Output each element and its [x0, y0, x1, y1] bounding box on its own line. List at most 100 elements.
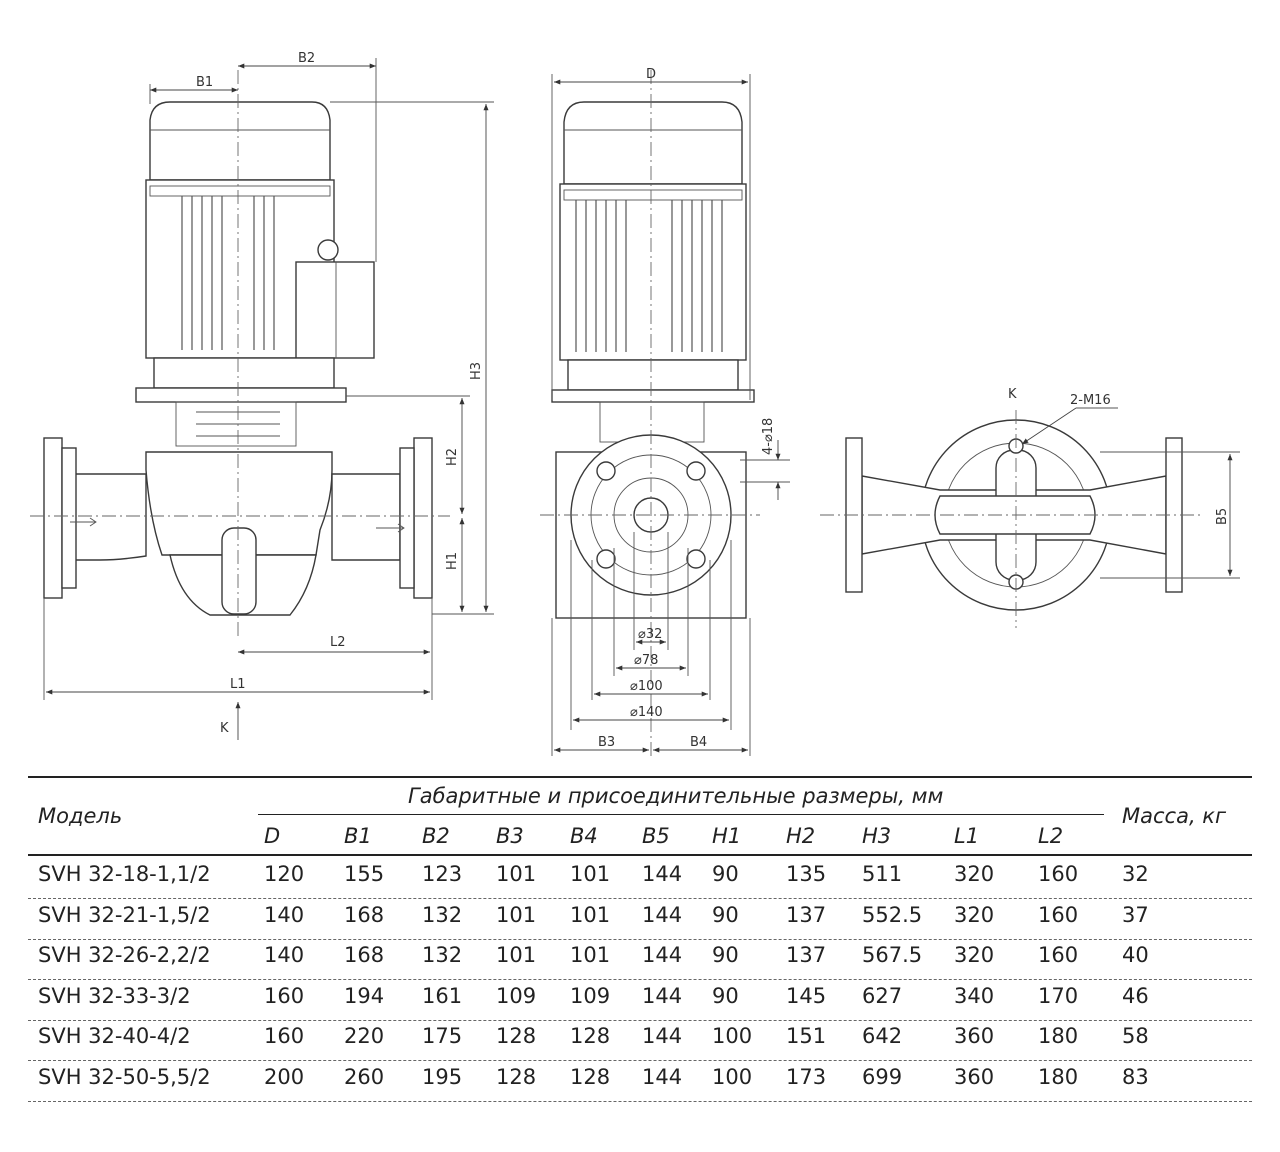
value-cell: 161 — [422, 983, 463, 1008]
dim-d100-label: ⌀100 — [630, 679, 663, 694]
dim-b1-label: B1 — [196, 75, 213, 90]
value-cell: 140 — [264, 902, 305, 927]
value-cell: 320 — [954, 943, 995, 967]
column-header: L1 — [954, 824, 980, 848]
value-cell: 567.5 — [862, 943, 923, 967]
column-header: L2 — [1038, 824, 1064, 848]
model-cell: SVH 32-21-1,5/2 — [38, 902, 211, 927]
value-cell: 552.5 — [862, 902, 923, 927]
value-cell: 101 — [570, 862, 611, 886]
value-cell: 627 — [862, 983, 903, 1008]
value-cell: 37 — [1122, 902, 1149, 927]
value-cell: 137 — [786, 943, 827, 967]
side-view: D 4-⌀18 ⌀32 ⌀78 ⌀100 ⌀140 B3 B4 — [540, 67, 790, 760]
view-k-top-label: K — [1008, 387, 1017, 402]
value-cell: 180 — [1038, 1024, 1079, 1048]
value-cell: 101 — [570, 902, 611, 927]
column-header: H2 — [786, 824, 816, 848]
value-cell: 320 — [954, 902, 995, 927]
value-cell: 135 — [786, 862, 827, 886]
value-cell: 100 — [712, 1024, 753, 1048]
value-cell: 511 — [862, 862, 903, 886]
top-view: K 2-M16 B5 — [820, 387, 1240, 628]
dim-b2-label: B2 — [298, 51, 315, 66]
value-cell: 128 — [496, 1024, 537, 1048]
value-cell: 128 — [570, 1024, 611, 1048]
value-cell: 46 — [1122, 983, 1149, 1008]
column-header: B1 — [344, 824, 372, 848]
value-cell: 90 — [712, 862, 739, 886]
value-cell: 100 — [712, 1064, 753, 1089]
value-cell: 101 — [496, 862, 537, 886]
value-cell: 120 — [264, 862, 305, 886]
model-cell: SVH 32-18-1,1/2 — [38, 862, 211, 886]
value-cell: 170 — [1038, 983, 1079, 1008]
view-k-label: K — [220, 721, 229, 736]
value-cell: 168 — [344, 943, 385, 967]
model-cell: SVH 32-40-4/2 — [38, 1024, 191, 1048]
value-cell: 195 — [422, 1064, 463, 1089]
column-header: B5 — [642, 824, 670, 848]
value-cell: 151 — [786, 1024, 827, 1048]
column-header: H3 — [862, 824, 892, 848]
value-cell: 132 — [422, 902, 463, 927]
row-divider — [28, 1019, 1252, 1021]
value-cell: 173 — [786, 1064, 827, 1089]
value-cell: 160 — [1038, 943, 1079, 967]
value-cell: 144 — [642, 983, 683, 1008]
value-cell: 260 — [344, 1064, 385, 1089]
value-cell: 360 — [954, 1024, 995, 1048]
dim-d-label: D — [646, 67, 656, 82]
value-cell: 144 — [642, 862, 683, 886]
value-cell: 140 — [264, 943, 305, 967]
value-cell: 32 — [1122, 862, 1149, 886]
dim-d32-label: ⌀32 — [638, 627, 662, 642]
value-cell: 128 — [570, 1064, 611, 1089]
dim-b3-label: B3 — [598, 735, 615, 750]
value-cell: 320 — [954, 862, 995, 886]
value-cell: 101 — [496, 943, 537, 967]
pump-dimension-drawing: B1 B2 H3 H2 H1 L2 L1 K — [30, 51, 1240, 760]
value-cell: 160 — [1038, 902, 1079, 927]
value-cell: 40 — [1122, 943, 1149, 967]
value-cell: 123 — [422, 862, 463, 886]
value-cell: 699 — [862, 1064, 903, 1089]
column-header: H1 — [712, 824, 742, 848]
dim-bolt-label: 4-⌀18 — [761, 418, 776, 455]
value-cell: 194 — [344, 983, 385, 1008]
dim-h1-label: H1 — [445, 552, 460, 570]
value-cell: 180 — [1038, 1064, 1079, 1089]
value-cell: 90 — [712, 983, 739, 1008]
table-rule — [258, 814, 1104, 815]
table-rule — [28, 776, 1252, 778]
value-cell: 90 — [712, 902, 739, 927]
value-cell: 340 — [954, 983, 995, 1008]
value-cell: 144 — [642, 902, 683, 927]
model-header: Модель — [38, 804, 123, 828]
dim-h2-label: H2 — [445, 448, 460, 466]
value-cell: 101 — [570, 943, 611, 967]
model-cell: SVH 32-50-5,5/2 — [38, 1064, 211, 1089]
value-cell: 109 — [496, 983, 537, 1008]
value-cell: 58 — [1122, 1024, 1149, 1048]
column-header: D — [264, 824, 281, 848]
value-cell: 137 — [786, 902, 827, 927]
value-cell: 220 — [344, 1024, 385, 1048]
value-cell: 200 — [264, 1064, 305, 1089]
dim-d140-label: ⌀140 — [630, 705, 663, 720]
value-cell: 90 — [712, 943, 739, 967]
dim-l1-label: L1 — [230, 677, 246, 692]
column-header: B3 — [496, 824, 524, 848]
dim-h3-label: H3 — [469, 362, 484, 380]
value-cell: 132 — [422, 943, 463, 967]
value-cell: 160 — [264, 983, 305, 1008]
value-cell: 144 — [642, 1064, 683, 1089]
value-cell: 175 — [422, 1024, 463, 1048]
value-cell: 155 — [344, 862, 385, 886]
row-divider — [28, 898, 1252, 899]
dim-b4-label: B4 — [690, 735, 707, 750]
value-cell: 168 — [344, 902, 385, 927]
front-view: B1 B2 H3 H2 H1 L2 L1 K — [30, 51, 494, 740]
mass-header: Масса, кг — [1122, 804, 1227, 828]
value-cell: 101 — [496, 902, 537, 927]
